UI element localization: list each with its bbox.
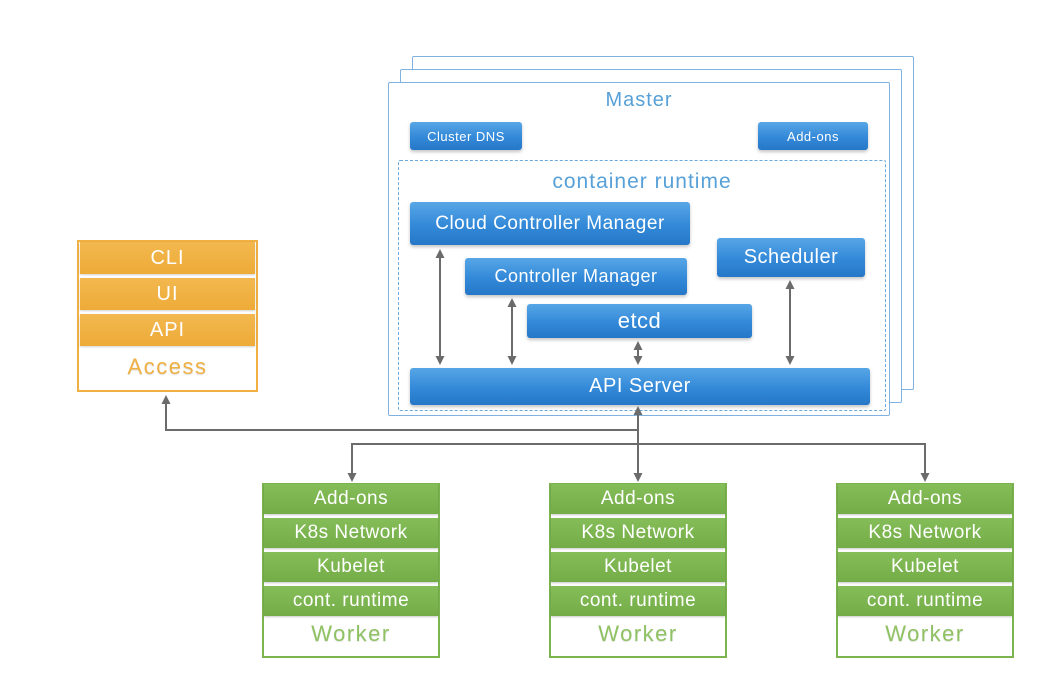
worker-layer-kubelet: Kubelet xyxy=(838,552,1012,582)
access-layer-cli: CLI xyxy=(80,242,255,274)
master-title: Master xyxy=(605,89,673,111)
container-runtime-title: container runtime xyxy=(552,170,732,193)
worker-node-2: Add-ons K8s Network Kubelet cont. runtim… xyxy=(549,483,727,658)
worker-layer-addons: Add-ons xyxy=(264,484,438,514)
worker-layer-kubelet: Kubelet xyxy=(551,552,725,582)
controller-manager-box: Controller Manager xyxy=(465,258,687,295)
worker-label: Worker xyxy=(598,621,678,646)
worker-layer-k8s-network: K8s Network xyxy=(838,518,1012,548)
cloud-controller-manager-box: Cloud Controller Manager xyxy=(410,202,690,245)
cluster-dns-box: Cluster DNS xyxy=(410,122,522,150)
worker-layer-addons: Add-ons xyxy=(838,484,1012,514)
addons-box: Add-ons xyxy=(758,122,868,150)
worker-label: Worker xyxy=(311,621,391,646)
access-layer-ui: UI xyxy=(80,278,255,310)
worker-layer-k8s-network: K8s Network xyxy=(264,518,438,548)
worker-layer-runtime: cont. runtime xyxy=(838,586,1012,616)
worker-label: Worker xyxy=(885,621,965,646)
etcd-box: etcd xyxy=(527,304,752,338)
worker-layer-k8s-network: K8s Network xyxy=(551,518,725,548)
access-label: Access xyxy=(127,354,208,379)
worker-layer-kubelet: Kubelet xyxy=(264,552,438,582)
worker-layer-runtime: cont. runtime xyxy=(264,586,438,616)
api-server-box: API Server xyxy=(410,368,870,405)
worker-node-1: Add-ons K8s Network Kubelet cont. runtim… xyxy=(262,483,440,658)
access-panel: CLI UI API Access xyxy=(77,240,258,392)
worker-node-3: Add-ons K8s Network Kubelet cont. runtim… xyxy=(836,483,1014,658)
access-layer-api: API xyxy=(80,314,255,346)
worker-layer-runtime: cont. runtime xyxy=(551,586,725,616)
scheduler-box: Scheduler xyxy=(717,238,865,277)
worker-layer-addons: Add-ons xyxy=(551,484,725,514)
